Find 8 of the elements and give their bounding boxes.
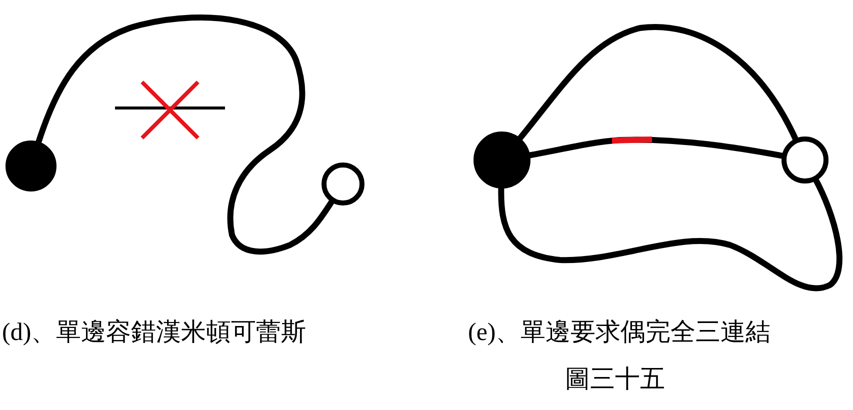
filled-vertex xyxy=(5,140,57,192)
subfigure-caption: (d)、單邊容錯漢米頓可蕾斯 xyxy=(2,318,306,348)
figure-caption: 圖三十五 xyxy=(565,365,665,395)
curved-edge xyxy=(34,14,336,255)
subfigure-caption: (e)、單邊要求偶完全三連結 xyxy=(468,318,771,348)
hollow-vertex xyxy=(781,136,829,184)
hollow-vertex xyxy=(321,162,365,206)
filled-vertex xyxy=(473,131,531,189)
